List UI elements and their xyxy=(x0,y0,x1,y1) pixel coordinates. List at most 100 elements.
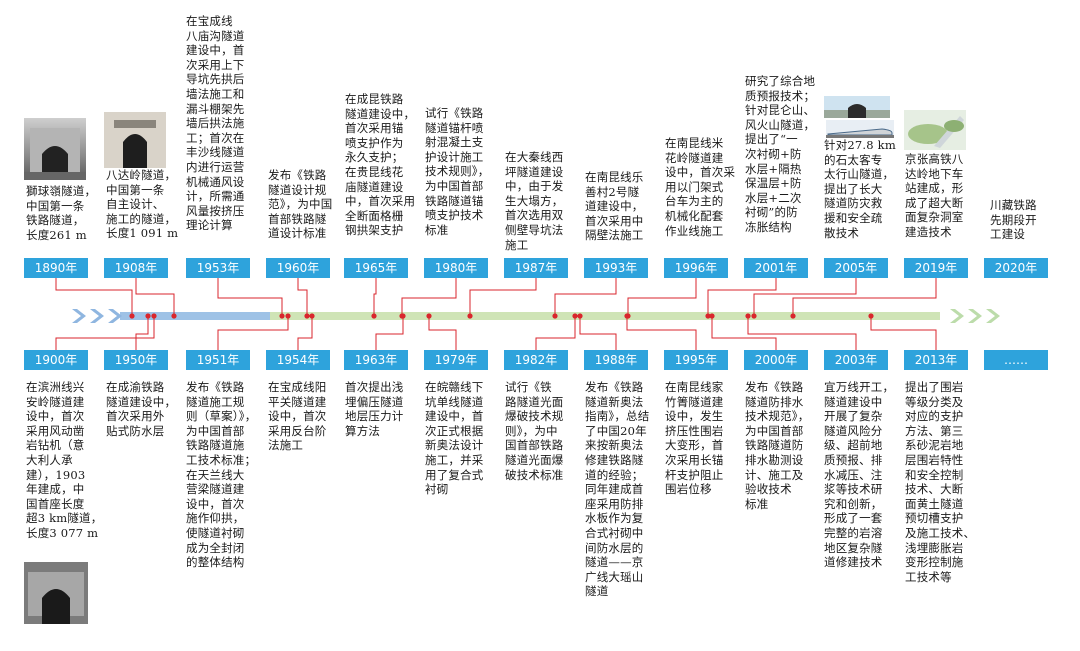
axis-dot xyxy=(709,313,715,319)
year-label: 1980年 xyxy=(424,258,488,278)
event-description: 研究了综合地 质预报技术； 针对昆仑山、 风火山隧道， 提出了“一 次衬砌+防 … xyxy=(745,74,816,234)
connector-line xyxy=(55,278,133,316)
chevron-left-icon xyxy=(72,309,86,323)
connector-line xyxy=(135,316,149,350)
event-description: 在南昆线米 花岭隧道建 设中，首次采 用以门架式 台车为主的 机械化配套 作业线… xyxy=(665,136,736,238)
year-label: 1995年 xyxy=(664,350,728,370)
axis-dot xyxy=(304,313,310,319)
year-label: 1979年 xyxy=(424,350,488,370)
connector-line xyxy=(217,278,283,316)
connector-line xyxy=(469,278,537,316)
year-label: 1993年 xyxy=(584,258,648,278)
event-description: 发布《铁路 隧道设计规 范》，为中国 首部铁路隧 道设计标准 xyxy=(268,168,333,241)
year-label: 1890年 xyxy=(24,258,88,278)
connector-line xyxy=(707,278,777,316)
year-label: 1953年 xyxy=(186,258,250,278)
chevron-left-icon xyxy=(108,309,122,323)
year-label: 1954年 xyxy=(266,350,330,370)
event-description: 试行《铁路 隧道锚杆喷 射混凝土支 护设计施工 技术规则》， 为中国首部 铁路隧… xyxy=(425,106,490,237)
axis-dot xyxy=(705,313,711,319)
connector-line xyxy=(554,278,617,316)
event-description: 八达岭隧道， 中国第一条 自主设计、 施工的隧道， 长度1 091 m xyxy=(106,168,179,241)
axis-dot xyxy=(868,313,874,319)
event-description: 针对27.8 km 的石太客专 太行山隧道， 提出了长大 隧道防灾救 援和安全疏… xyxy=(824,138,896,240)
event-description: 在成昆铁路 隧道建设中， 首次采用锚 喷支护作为 永久支护； 在贵昆线花 庙隧道… xyxy=(345,92,416,238)
axis-dot xyxy=(790,313,796,319)
year-label: …… xyxy=(984,350,1048,370)
year-label: 1900年 xyxy=(24,350,88,370)
event-description: 发布《铁路 隧道施工规 则（草案）》， 为中国首部 铁路隧道施 工技术标准； 在… xyxy=(186,380,257,570)
badaling-station-render xyxy=(904,110,966,150)
axis-dot xyxy=(577,313,583,319)
year-label: 2003年 xyxy=(824,350,888,370)
axis-dot xyxy=(129,313,135,319)
connector-line xyxy=(535,316,576,350)
event-description: 在大秦线西 坪隧道建设 中，由于发 生大塌方， 首次选用双 侧壁导坑法 施工 xyxy=(505,150,564,252)
year-label: 1950年 xyxy=(104,350,168,370)
event-description: 在滨洲线兴 安岭隧道建 设中，首次 采用风动凿 岩钻机（意 大利人承 建），19… xyxy=(26,380,103,540)
connector-line xyxy=(217,316,289,350)
connector-line xyxy=(297,278,308,316)
connector-line xyxy=(297,316,313,350)
connector-line xyxy=(711,316,777,350)
axis-dot xyxy=(309,313,315,319)
axis-dot xyxy=(552,313,558,319)
axis-dot xyxy=(145,313,151,319)
connector-line xyxy=(870,316,937,350)
event-description: 在成渝铁路 隧道建设中， 首次采用外 贴式防水层 xyxy=(106,380,177,438)
year-label: 1960年 xyxy=(266,258,330,278)
year-label: 1987年 xyxy=(504,258,568,278)
event-description: 在南昆线家 竹箐隧道建 设中，发生 挤压性围岩 大变形，首 次采用长锚 杆支护阻… xyxy=(665,380,724,497)
axis-segment-blue xyxy=(120,312,270,320)
axis-dot xyxy=(285,313,291,319)
year-label: 1996年 xyxy=(664,258,728,278)
axis-dot xyxy=(745,313,751,319)
connector-line xyxy=(428,316,457,350)
year-label: 1982年 xyxy=(504,350,568,370)
axis-dot xyxy=(572,313,578,319)
event-description: 獅球嶺隧道， 中国第一条 铁路隧道， 长度261 m xyxy=(26,184,97,242)
event-description: 京张高铁八 达岭地下车 站建成，形 成了超大断 面复杂洞室 建造技术 xyxy=(905,152,964,239)
connector-line xyxy=(135,278,175,316)
badaling-tunnel-photo xyxy=(104,112,166,168)
event-description: 试行《铁 路隧道光面 爆破技术规 则》，为中 国首部铁路 隧道光面爆 破技术标准 xyxy=(505,380,564,482)
event-description: 提出了围岩 等级分类及 对应的支护 方法、第三 系砂泥岩地 层围岩特性 和安全控… xyxy=(905,380,976,584)
axis-segment-green xyxy=(270,312,940,320)
connector-line xyxy=(55,316,155,350)
event-description: 在宝成线 八庙沟隧道 建设中，首 次采用上下 导坑先拱后 墙法施工和 漏斗棚架先… xyxy=(186,14,245,233)
axis-dot xyxy=(171,313,177,319)
shiqiuling-tunnel-photo xyxy=(24,118,86,180)
axis-dot xyxy=(279,313,285,319)
axis-dot xyxy=(624,313,630,319)
connector-line xyxy=(375,316,404,350)
connector-line xyxy=(626,316,697,350)
connector-line xyxy=(579,316,617,350)
year-label: 1988年 xyxy=(584,350,648,370)
event-description: 首次提出浅 埋偏压隧道 地层压力计 算方法 xyxy=(345,380,404,438)
connector-line xyxy=(401,278,457,316)
kunlunshan-tunnel-photo xyxy=(824,96,890,118)
year-label: 1965年 xyxy=(344,258,408,278)
axis-dot xyxy=(751,313,757,319)
chevron-right-icon xyxy=(968,309,982,323)
event-description: 川藏铁路 先期段开 工建设 xyxy=(990,198,1037,242)
year-label: 2005年 xyxy=(824,258,888,278)
connector-line xyxy=(747,316,857,350)
axis-dot xyxy=(151,313,157,319)
event-description: 在宝成线阳 平关隧道建 设中，首次 采用反台阶 法施工 xyxy=(268,380,327,453)
event-description: 在南昆线乐 善村2号隧 道建设中， 首次采用中 隔壁法施工 xyxy=(585,170,644,243)
year-label: 1963年 xyxy=(344,350,408,370)
connector-line xyxy=(792,278,937,316)
year-label: 1951年 xyxy=(186,350,250,370)
year-label: 2013年 xyxy=(904,350,968,370)
high-speed-train-photo xyxy=(826,120,894,138)
xinganling-tunnel-photo xyxy=(24,562,88,624)
axis-dot xyxy=(426,313,432,319)
axis-dot xyxy=(400,313,406,319)
event-description: 发布《铁路 隧道新奥法 指南》，总结 了中国20年 来按新奥法 修建铁路隧 道的… xyxy=(585,380,650,599)
connector-line xyxy=(373,278,377,316)
year-label: 1908年 xyxy=(104,258,168,278)
year-label: 2001年 xyxy=(744,258,808,278)
chevron-left-icon xyxy=(90,309,104,323)
